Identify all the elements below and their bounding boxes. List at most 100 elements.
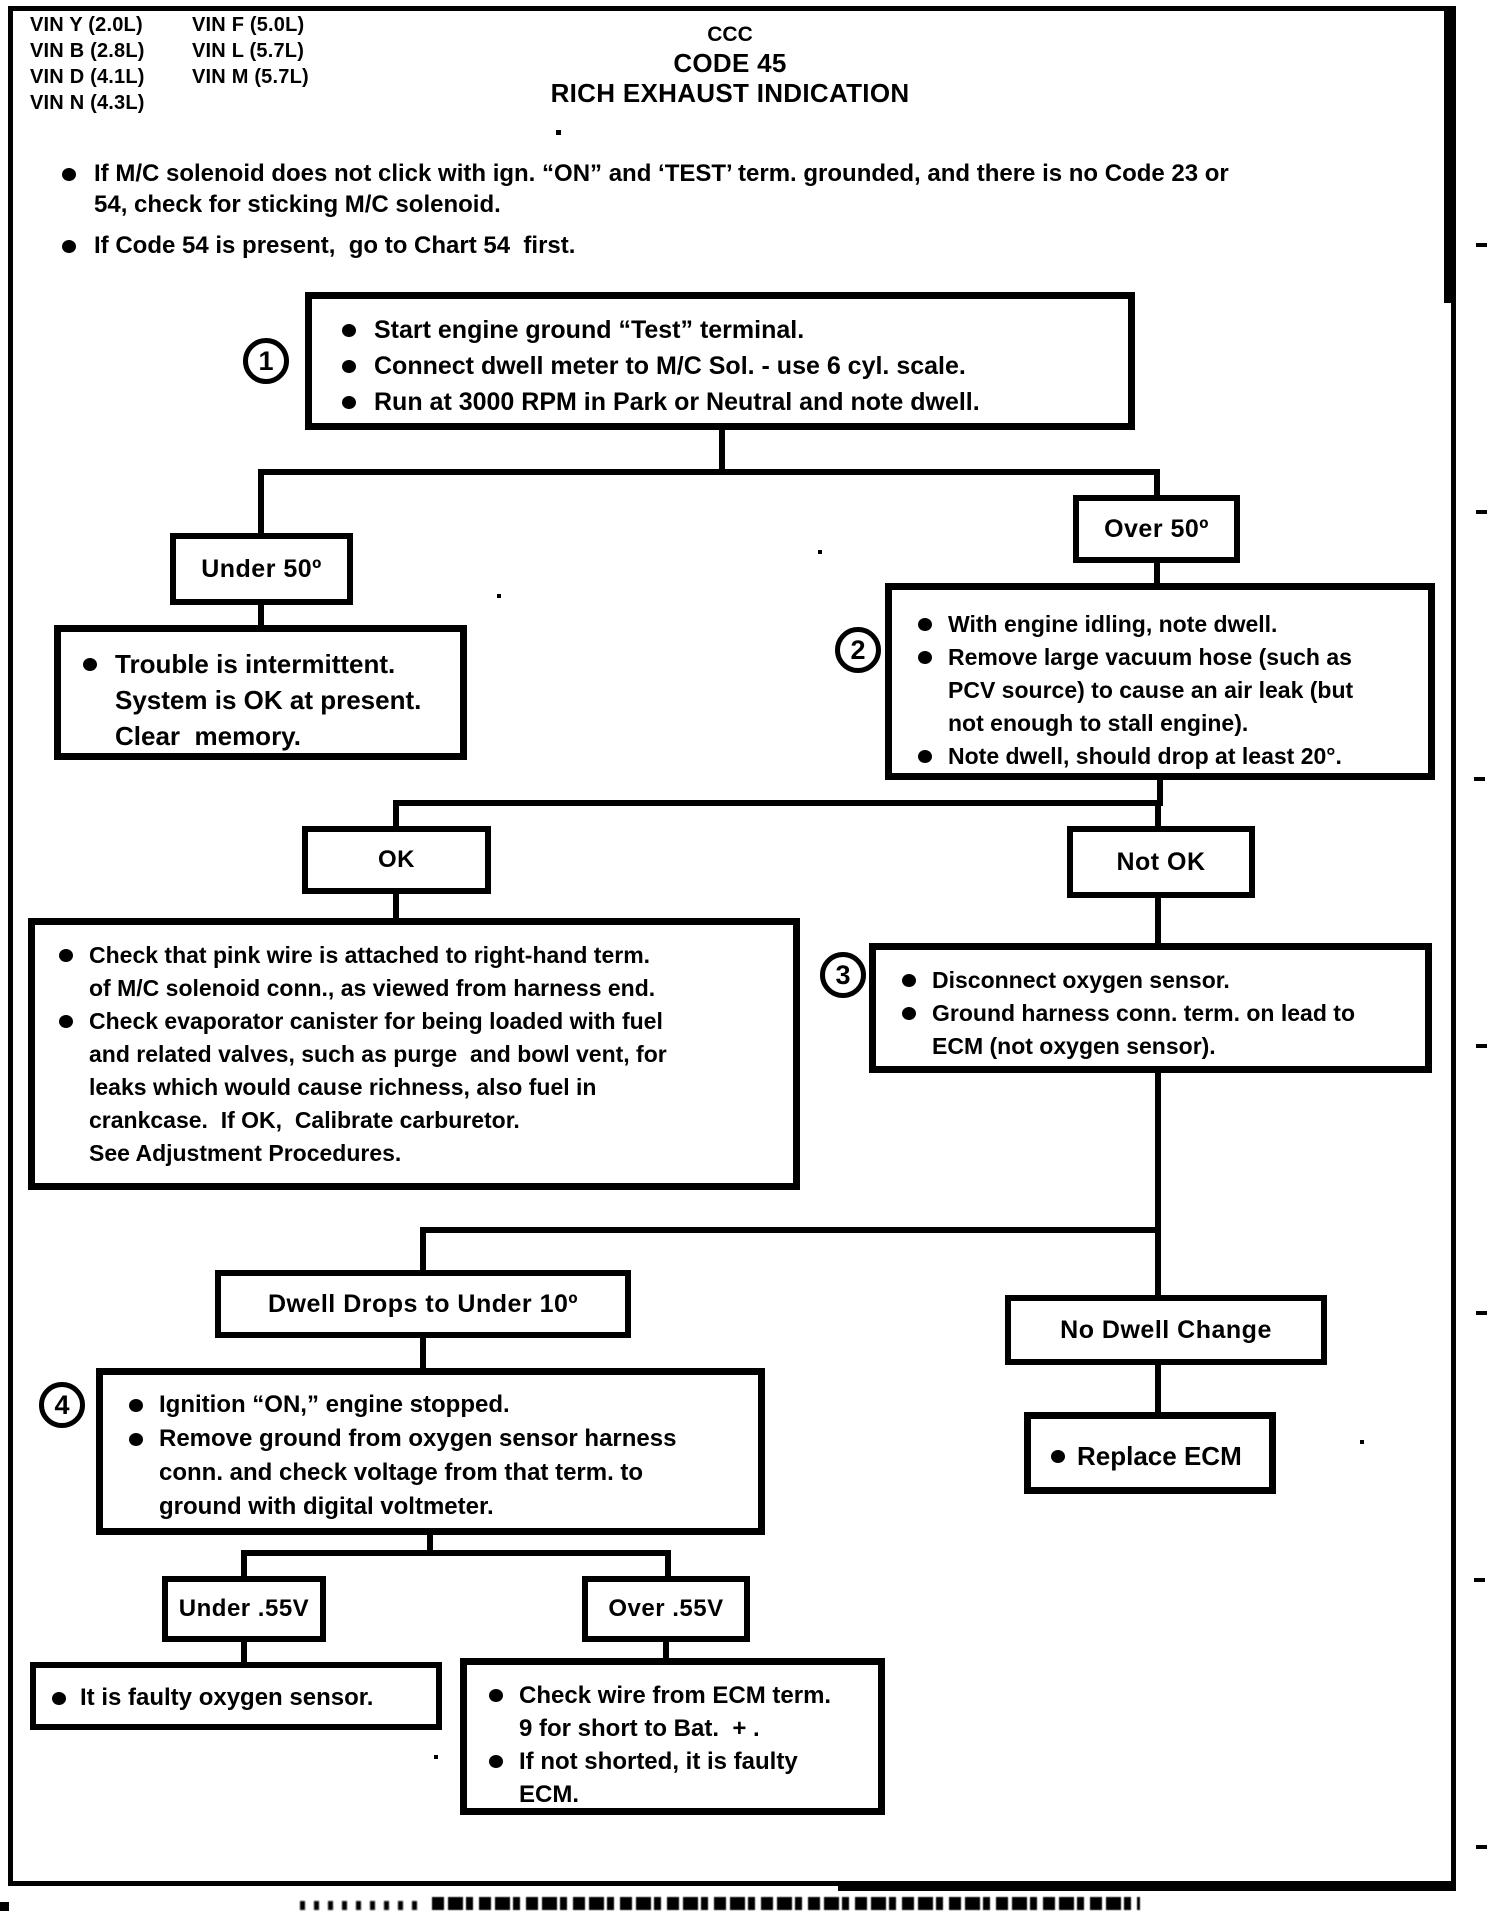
note-2: If Code 54 is present, go to Chart 54 fi… — [62, 230, 1442, 261]
bullet-icon — [62, 168, 76, 181]
under-50-result-box: Trouble is intermittent. System is OK at… — [54, 625, 467, 760]
instruction-text: Remove large vacuum hose (such as PCV so… — [948, 644, 1354, 736]
page-border-thick-segment — [1444, 8, 1453, 303]
scan-speck — [0, 1902, 9, 1911]
branch-over-50-box: Over 50º — [1073, 495, 1240, 563]
branch-label: Under 50º — [201, 554, 322, 583]
instruction-item: Connect dwell meter to M/C Sol. - use 6 … — [342, 348, 1122, 384]
bullet-icon — [902, 1007, 916, 1020]
connector-line — [258, 605, 264, 627]
branch-label: Not OK — [1116, 847, 1206, 876]
instruction-text: Check evaporator canister for being load… — [89, 1008, 667, 1166]
step-2-box: With engine idling, note dwell. Remove l… — [885, 583, 1435, 780]
step-number-4: 4 — [39, 1382, 85, 1428]
page-border — [8, 6, 1456, 1886]
instruction-text: Ground harness conn. term. on lead to EC… — [932, 1000, 1355, 1059]
scan-speck — [556, 130, 561, 135]
bullet-icon — [489, 1689, 503, 1702]
instruction-text: Disconnect oxygen sensor. — [932, 967, 1230, 993]
connector-line — [258, 469, 1160, 475]
instruction-text: Note dwell, should drop at least 20°. — [948, 743, 1342, 769]
instruction-item: Remove large vacuum hose (such as PCV so… — [918, 641, 1424, 740]
connector-line — [420, 1338, 426, 1368]
scan-speck — [818, 550, 822, 554]
connector-line — [393, 894, 399, 918]
margin-tick — [1474, 1578, 1485, 1582]
connector-line — [420, 1227, 1158, 1233]
instruction-item: Note dwell, should drop at least 20°. — [918, 740, 1424, 773]
instruction-text: Check that pink wire is attached to righ… — [89, 942, 656, 1001]
instruction-text: Start engine ground “Test” terminal. — [374, 316, 805, 344]
instruction-item: Check evaporator canister for being load… — [59, 1005, 791, 1170]
instruction-item: Check that pink wire is attached to righ… — [59, 939, 791, 1005]
ok-result-box: Check that pink wire is attached to righ… — [28, 918, 800, 1190]
connector-line — [1155, 800, 1161, 826]
connector-line — [1157, 780, 1163, 800]
branch-label: Dwell Drops to Under 10º — [267, 1289, 579, 1318]
step-3-box: Disconnect oxygen sensor. Ground harness… — [869, 943, 1432, 1073]
connector-line — [420, 1227, 426, 1270]
instruction-text: Connect dwell meter to M/C Sol. - use 6 … — [374, 352, 966, 380]
connector-line — [1154, 563, 1160, 583]
instruction-text: Ignition “ON,” engine stopped. — [159, 1391, 510, 1418]
title-name: RICH EXHAUST INDICATION — [550, 78, 910, 108]
branch-no-dwell-change-box: No Dwell Change — [1005, 1295, 1327, 1365]
page-title: CCC CODE 45 RICH EXHAUST INDICATION — [420, 22, 1040, 108]
branch-under-55v-box: Under .55V — [162, 1576, 326, 1642]
connector-line — [393, 800, 1163, 806]
instruction-item: If not shorted, it is faulty ECM. — [489, 1745, 878, 1811]
bullet-icon — [918, 651, 932, 664]
instruction-text: Trouble is intermittent. System is OK at… — [115, 649, 422, 751]
bullet-icon — [918, 750, 932, 763]
connector-line — [241, 1550, 671, 1556]
title-code: CODE 45 — [673, 48, 787, 78]
connector-line — [427, 1535, 433, 1552]
instruction-text: It is faulty oxygen sensor. — [80, 1684, 374, 1711]
margin-tick — [1474, 777, 1485, 781]
scan-speck — [1360, 1440, 1364, 1444]
connector-line — [665, 1550, 671, 1576]
instruction-item: Check wire from ECM term. 9 for short to… — [489, 1679, 878, 1745]
branch-under-50-box: Under 50º — [170, 533, 353, 605]
bullet-icon — [62, 240, 76, 253]
branch-label: Over .55V — [608, 1595, 724, 1622]
margin-tick — [1476, 1845, 1487, 1849]
margin-tick — [1476, 1044, 1487, 1048]
branch-over-55v-box: Over .55V — [582, 1576, 750, 1642]
branch-not-ok-box: Not OK — [1067, 826, 1255, 898]
connector-line — [1154, 469, 1160, 495]
instruction-text: Run at 3000 RPM in Park or Neutral and n… — [374, 388, 980, 416]
branch-dwell-drops-box: Dwell Drops to Under 10º — [215, 1270, 631, 1338]
note-1: If M/C solenoid does not click with ign.… — [62, 158, 1442, 220]
bullet-icon — [129, 1399, 143, 1412]
connector-line — [258, 469, 264, 533]
margin-tick — [1476, 510, 1487, 514]
instruction-item: Remove ground from oxygen sensor harness… — [129, 1422, 756, 1524]
branch-label: No Dwell Change — [1060, 1315, 1272, 1344]
vin-list-column-2: VIN F (5.0L) VIN L (5.7L) VIN M (5.7L) — [192, 14, 309, 88]
step-1-box: Start engine ground “Test” terminal. Con… — [305, 292, 1135, 430]
instruction-item: Trouble is intermittent. System is OK at… — [83, 646, 456, 754]
instruction-item: It is faulty oxygen sensor. — [52, 1681, 436, 1715]
connector-line — [241, 1550, 247, 1576]
connector-line — [1155, 1073, 1161, 1295]
bullet-icon — [342, 396, 356, 409]
connector-line — [1155, 898, 1161, 943]
margin-tick — [1476, 243, 1487, 247]
branch-label: Over 50º — [1104, 514, 1209, 543]
connector-line — [241, 1642, 247, 1662]
instruction-text: Remove ground from oxygen sensor harness… — [159, 1425, 677, 1520]
instruction-item: Ignition “ON,” engine stopped. — [129, 1388, 756, 1422]
margin-tick — [1476, 1311, 1487, 1315]
branch-label: OK — [378, 846, 415, 873]
over-55v-result-box: Check wire from ECM term. 9 for short to… — [460, 1658, 885, 1815]
step-number-1: 1 — [243, 338, 289, 384]
bullet-icon — [129, 1433, 143, 1446]
replace-ecm-box: Replace ECM — [1024, 1412, 1276, 1494]
bullet-icon — [52, 1692, 66, 1705]
step-number-2: 2 — [835, 627, 881, 673]
scan-speck — [497, 594, 501, 598]
bullet-icon — [59, 949, 73, 962]
instruction-text: If not shorted, it is faulty ECM. — [519, 1748, 798, 1808]
